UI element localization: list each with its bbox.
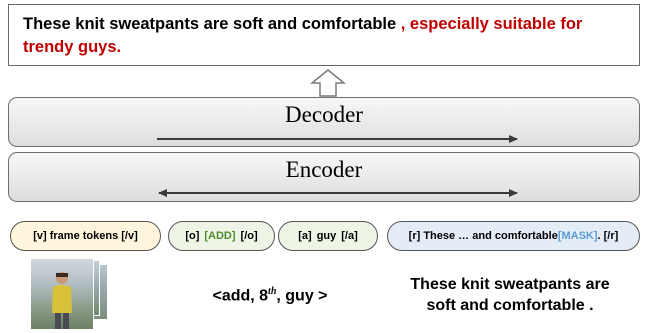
reference-sentence-line-2: soft and comfortable . — [426, 297, 594, 314]
triplet-ordinal-suffix: th — [268, 286, 277, 297]
reference-token-pill: [r] These … and comfortable [MASK]. [/r] — [387, 221, 640, 251]
reference-mask-token: [MASK] — [557, 230, 598, 242]
output-sentence-original: These knit sweatpants are soft and comfo… — [23, 15, 401, 33]
reference-sentence-line-1: These knit sweatpants are — [410, 276, 610, 293]
person-figure-icon — [52, 272, 72, 329]
reference-close-tag: . [/r] — [597, 230, 619, 242]
operation-close-tag: [/o] — [240, 230, 258, 242]
up-arrow-icon — [309, 69, 347, 97]
operation-open-tag: [o] — [185, 230, 200, 242]
triplet-suffix: , guy > — [276, 287, 328, 305]
triplet-prefix: <add, 8 — [212, 287, 269, 305]
frame-token-pill: [v] frame tokens [/v] — [10, 221, 161, 251]
encoder-block: Encoder — [8, 152, 640, 202]
reference-text: [r] These … and comfortable — [408, 230, 558, 242]
decoder-block: Decoder — [8, 97, 640, 147]
output-sentence: These knit sweatpants are soft and comfo… — [23, 13, 633, 59]
video-frame-1 — [30, 258, 94, 330]
operation-add-word: [ADD] — [204, 230, 236, 242]
argument-close-tag: [/a] — [341, 230, 358, 242]
frame-token-text: [v] frame tokens [/v] — [33, 230, 138, 242]
decoder-label: Decoder — [285, 102, 363, 127]
output-text-box: These knit sweatpants are soft and comfo… — [8, 4, 640, 66]
argument-token-pill: [a] guy [/a] — [278, 221, 378, 251]
argument-word: guy — [316, 230, 337, 242]
encoder-bidirectional-arrow — [158, 189, 518, 197]
video-frames-stack — [30, 258, 130, 332]
operation-token-pill: [o] [ADD] [/o] — [168, 221, 275, 251]
output-sentence-continuation: , especially suitable for trendy guys. — [23, 15, 583, 56]
decoder-right-arrow — [157, 135, 518, 143]
reference-sentence: These knit sweatpants are soft and comfo… — [380, 274, 640, 316]
argument-open-tag: [a] — [298, 230, 312, 242]
encoder-label: Encoder — [285, 157, 363, 182]
edit-operation-triplet: <add, 8th, guy > — [180, 286, 360, 305]
